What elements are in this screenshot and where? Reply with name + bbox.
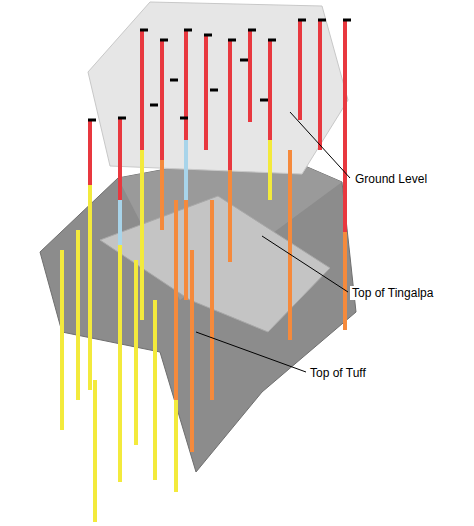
- surface-label: Top of Tuff: [308, 366, 368, 380]
- surface-label: Top of Tingalpa: [350, 286, 435, 300]
- leader-lines: [196, 112, 350, 372]
- borehole-collars: [88, 20, 351, 120]
- boreholes: [62, 20, 345, 522]
- tuff-surface: [40, 150, 356, 472]
- ground-surface: [88, 2, 348, 174]
- surface-label: Ground Level: [353, 172, 429, 186]
